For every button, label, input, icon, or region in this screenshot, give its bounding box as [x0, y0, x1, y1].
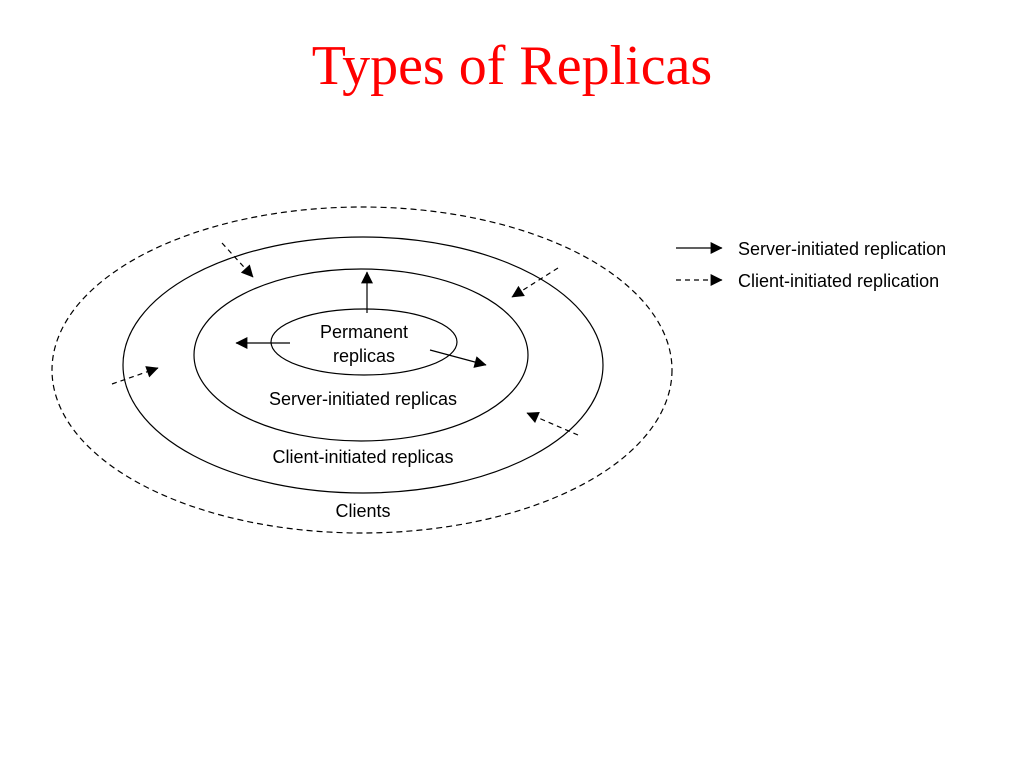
- client-initiated-ring: [122, 236, 604, 494]
- permanent-replicas-label-line2: replicas: [333, 346, 395, 366]
- permanent-replicas-label-line1: Permanent: [320, 322, 408, 342]
- client-arrow-bottom-right: [526, 412, 579, 436]
- client-arrow-top-right: [511, 267, 559, 298]
- clients-label: Clients: [335, 501, 390, 521]
- permanent-ring: [270, 308, 458, 376]
- legend: Server-initiated replication Client-init…: [676, 239, 946, 291]
- server-arrow-right: [429, 349, 487, 368]
- legend-server-initiated-label: Server-initiated replication: [738, 239, 946, 259]
- client-arrow-left: [111, 366, 159, 385]
- client-initiated-replicas-label: Client-initiated replicas: [272, 447, 453, 467]
- legend-client-initiated-label: Client-initiated replication: [738, 271, 939, 291]
- client-arrow-top-left: [221, 242, 254, 278]
- slide-title: Types of Replicas: [311, 35, 713, 97]
- server-initiated-ring: [193, 268, 529, 442]
- clients-ring: [51, 206, 673, 534]
- server-initiated-replicas-label: Server-initiated replicas: [269, 389, 457, 409]
